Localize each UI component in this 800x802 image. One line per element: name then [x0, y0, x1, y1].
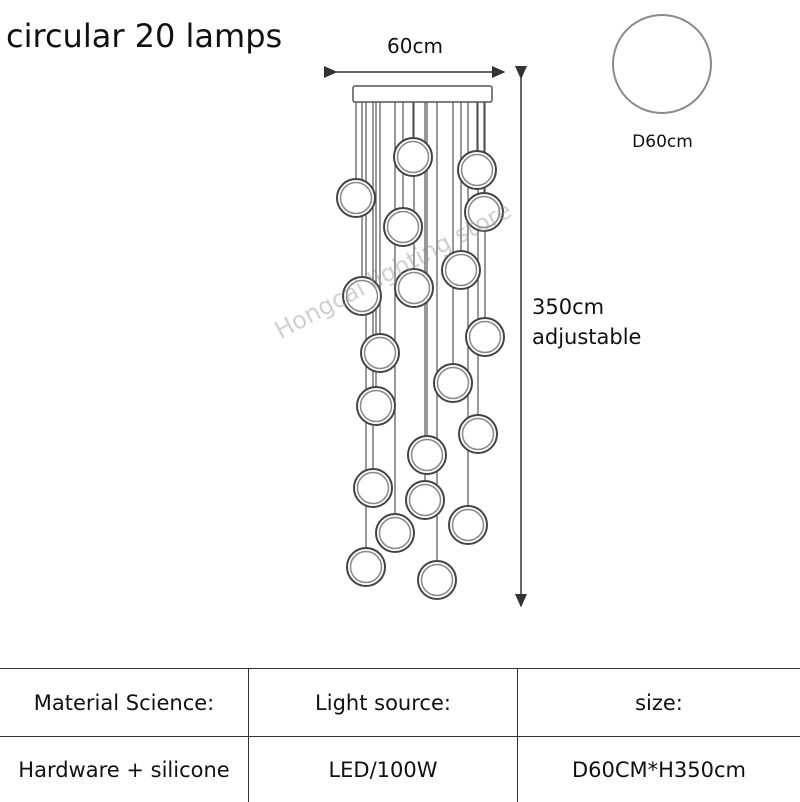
ring-lamp-inner	[397, 271, 431, 305]
ring-lamp-inner	[420, 563, 454, 597]
ring-lamp-inner	[363, 336, 397, 370]
ring-lamp	[433, 363, 473, 403]
ring-lamp-inner	[349, 550, 383, 584]
ring-lamp-inner	[356, 471, 390, 505]
ring-lamp	[394, 268, 434, 308]
ring-lamp	[336, 178, 376, 218]
ring-lamp	[353, 468, 393, 508]
ring-lamp-inner	[408, 483, 442, 517]
ring-lamp-inner	[468, 320, 502, 354]
ring-lamp-inner	[451, 508, 485, 542]
ring-lamp	[407, 435, 447, 475]
ring-lamp	[393, 137, 433, 177]
ring-lamp-inner	[467, 195, 501, 229]
ceiling-canopy	[352, 85, 493, 103]
ring-lamp	[457, 150, 497, 190]
ring-lamp	[464, 192, 504, 232]
ring-lamp	[375, 513, 415, 553]
value-size: D60CM*H350cm	[571, 757, 747, 782]
pendant-lamps	[336, 102, 505, 600]
chandelier-drawing	[324, 66, 527, 608]
ring-lamp-inner	[339, 181, 373, 215]
ring-lamp	[448, 505, 488, 545]
ring-lamp	[383, 207, 423, 247]
diameter-label: D60cm	[632, 132, 693, 152]
ring-lamp	[458, 414, 498, 454]
ring-lamp-inner	[410, 438, 444, 472]
ring-lamp-inner	[345, 279, 379, 313]
height-dimension-label: 350cm adjustable	[532, 292, 641, 352]
ring-lamp-inner	[460, 153, 494, 187]
header-material: Material Science:	[0, 669, 249, 736]
spec-header-row: Material Science: Light source: size:	[0, 669, 800, 736]
ring-lamp	[356, 386, 396, 426]
value-light-source: LED/100W	[249, 737, 518, 802]
ring-lamp-inner	[444, 253, 478, 287]
ring-lamp	[342, 276, 382, 316]
ring-lamp	[360, 333, 400, 373]
ring-lamp	[417, 560, 457, 600]
ring-lamp	[346, 547, 386, 587]
canopy-top-view-circle-icon	[612, 14, 712, 114]
ring-lamp	[465, 317, 505, 357]
value-material: Hardware + silicone	[0, 737, 249, 802]
ring-lamp-inner	[359, 389, 393, 423]
spec-value-row: Hardware + silicone LED/100W D60CM*H350c…	[0, 736, 800, 802]
ring-lamp-inner	[436, 366, 470, 400]
ring-lamp	[405, 480, 445, 520]
header-size: size:	[635, 690, 683, 715]
ring-lamp-inner	[461, 417, 495, 451]
spec-table: Material Science: Light source: size: Ha…	[0, 668, 800, 802]
height-note: adjustable	[532, 325, 642, 349]
width-dimension-label: 60cm	[387, 34, 443, 58]
page-title: circular 20 lamps	[6, 17, 283, 55]
ring-lamp-inner	[386, 210, 420, 244]
ring-lamp	[441, 250, 481, 290]
ring-lamp-inner	[396, 140, 430, 174]
ring-lamp-inner	[378, 516, 412, 550]
height-value: 350cm	[532, 295, 605, 319]
header-light-source: Light source:	[249, 669, 518, 736]
